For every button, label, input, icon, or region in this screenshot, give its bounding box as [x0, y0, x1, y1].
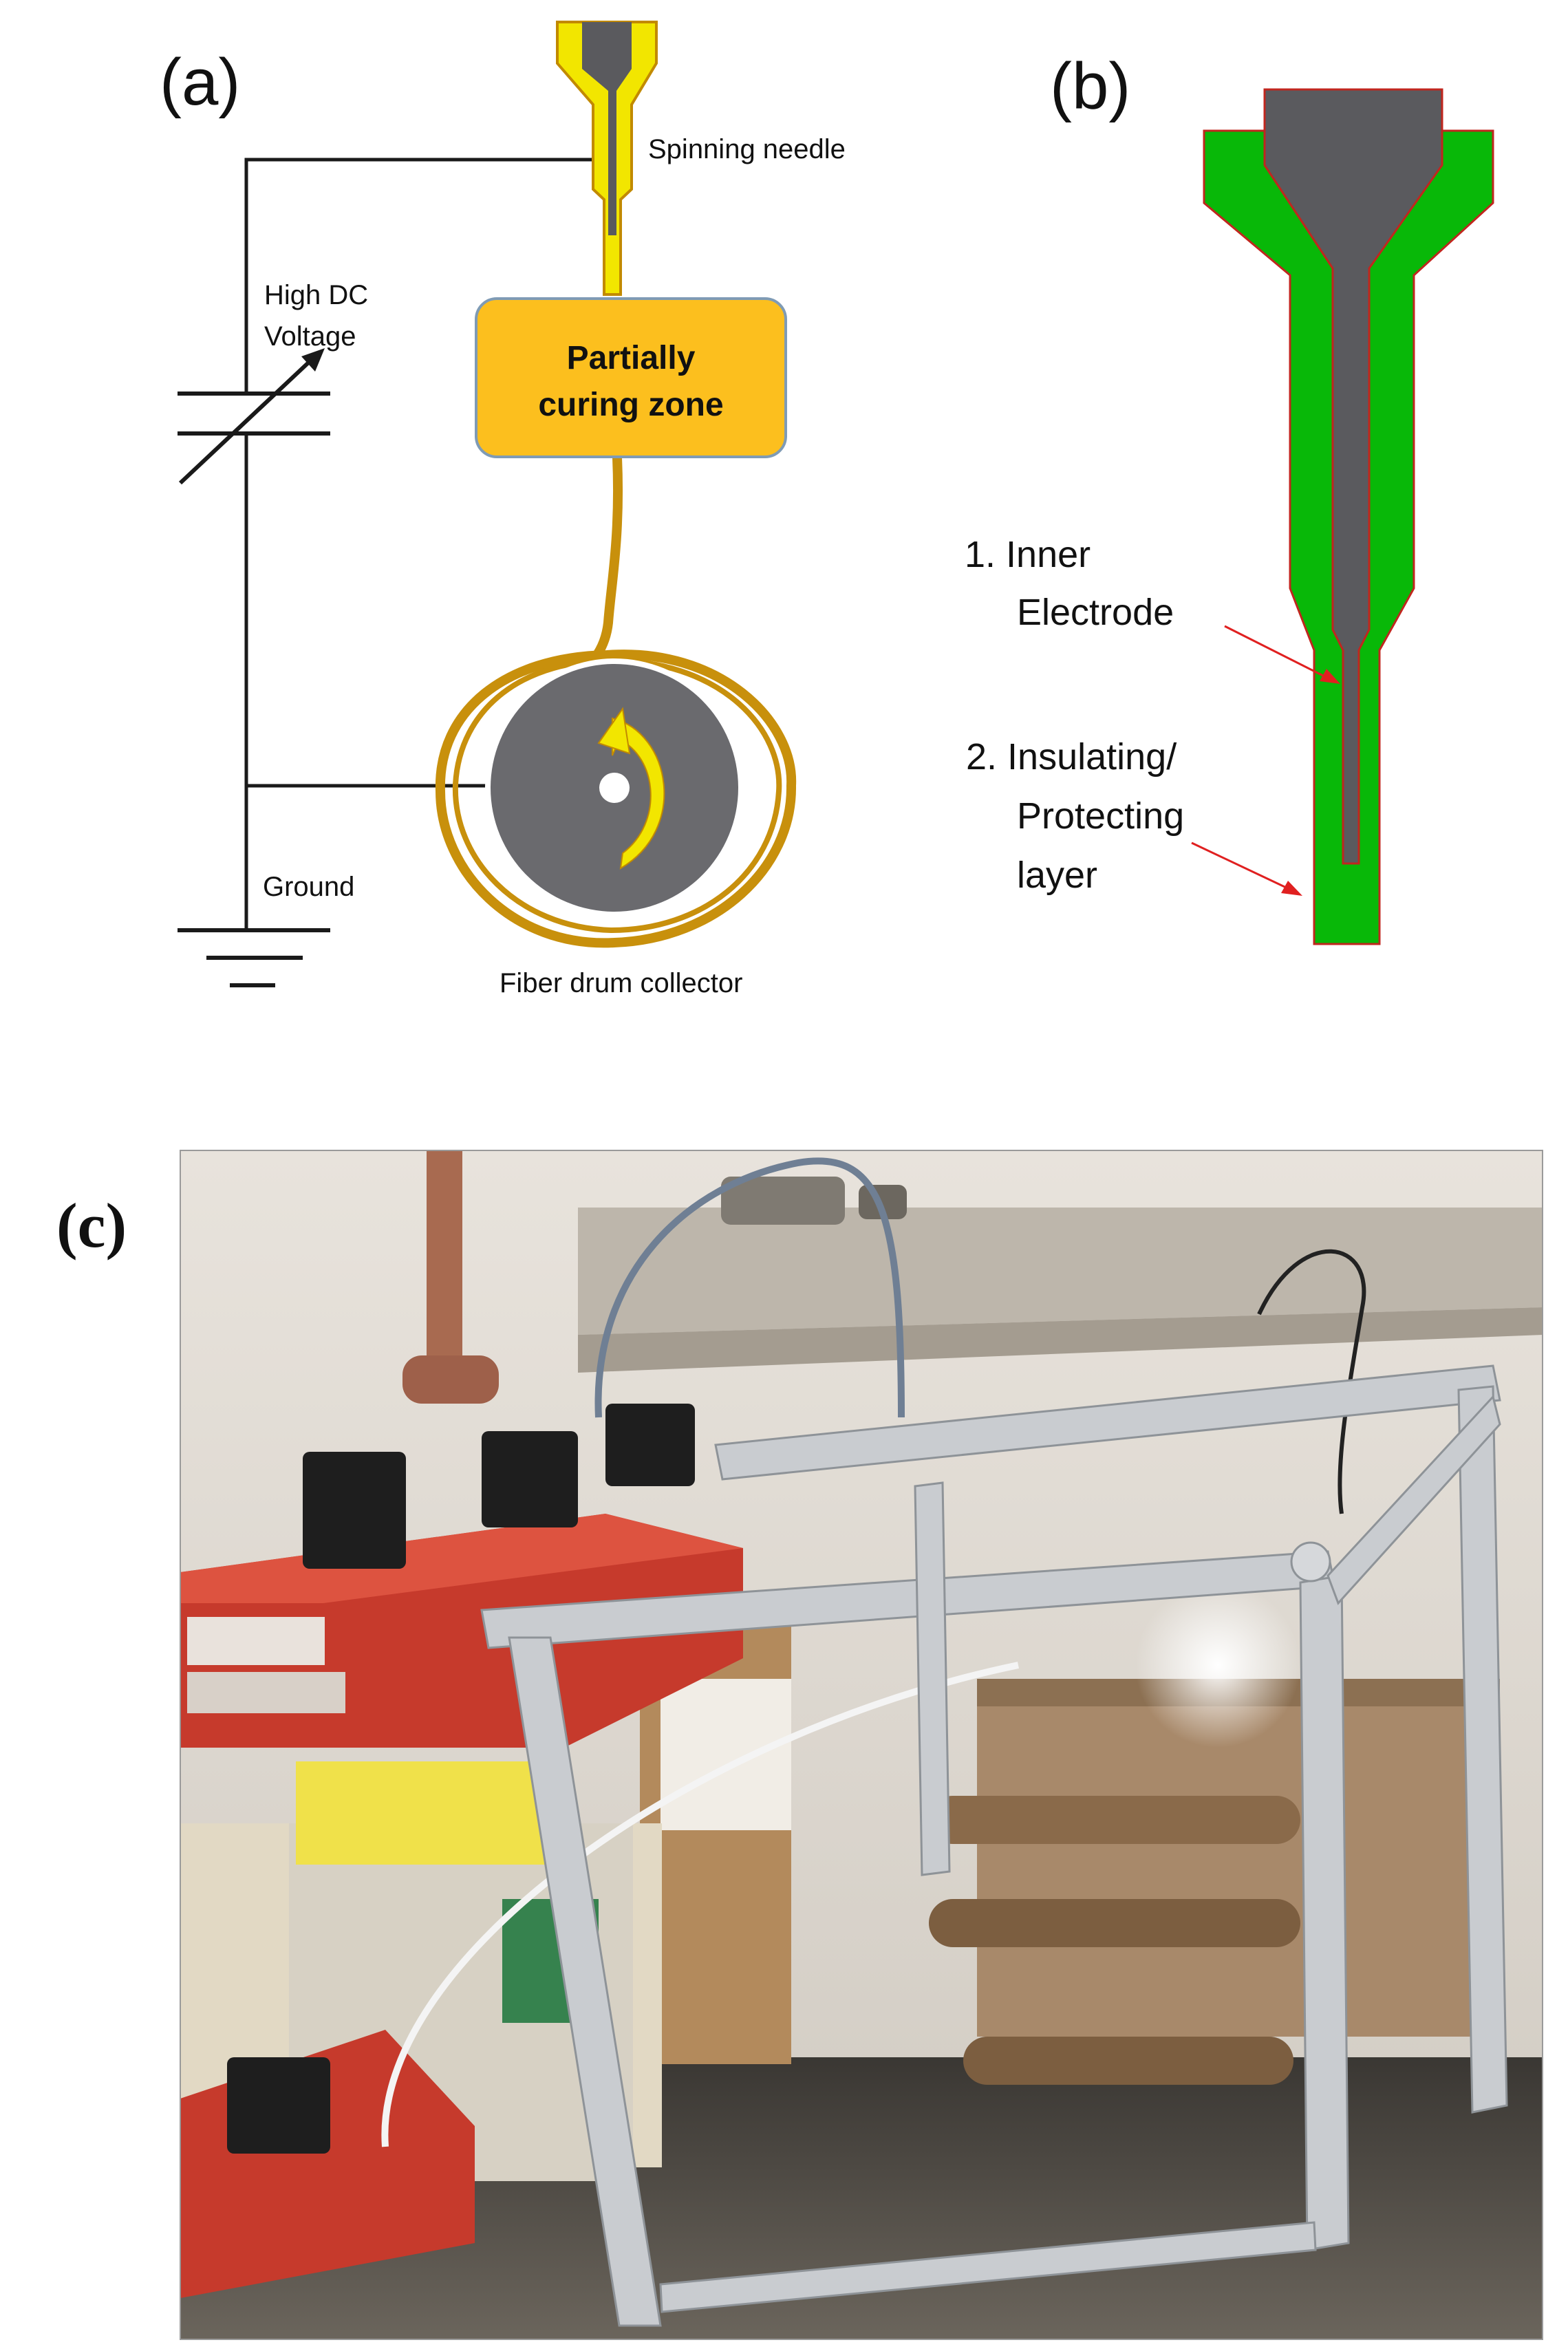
curing-zone-line1: Partially: [567, 340, 696, 376]
needle-label: Spinning needle: [648, 134, 846, 164]
fiber-drum-collector: [435, 650, 797, 948]
item2-line3: layer: [1017, 855, 1097, 896]
voltage-label-line1: High DC: [264, 280, 368, 310]
curing-zone-box: [475, 297, 787, 458]
collector-label: Fiber drum collector: [500, 968, 742, 998]
ground-symbol: [178, 928, 330, 987]
panel-a: (a) High DC Voltage Ground Spinning: [160, 21, 846, 998]
item2-line2: Protecting: [1017, 795, 1184, 837]
curing-zone-line2: curing zone: [538, 387, 723, 423]
lab-setup-photo: [180, 1150, 1543, 2340]
item1-arrowhead: [1320, 669, 1340, 684]
panel-c-label: (c): [56, 1190, 127, 1261]
inner-electrode: [1263, 88, 1443, 865]
item1-leader: [1224, 625, 1332, 681]
item1-line1: 1. Inner: [965, 534, 1091, 575]
panel-a-label: (a): [160, 45, 240, 119]
item2-arrowhead: [1281, 881, 1302, 896]
voltage-label-line2: Voltage: [264, 321, 356, 352]
needle-cross-section: [1203, 88, 1494, 945]
spinning-needle: [556, 21, 658, 296]
item1-line2: Electrode: [1017, 592, 1174, 633]
wire-top: [244, 158, 599, 394]
variable-capacitor-symbol: [178, 348, 330, 485]
panel-b: (b) 1. Inner Electrode 2. Insulating/ Pr…: [965, 50, 1494, 945]
item2-line1: 2. Insulating/: [966, 736, 1177, 777]
rotation-arrowhead-icon: [597, 707, 631, 755]
panel-b-label: (b): [1050, 50, 1130, 123]
item2-leader: [1191, 841, 1294, 892]
rotation-arrow-icon: [612, 717, 665, 870]
aluminum-frame: [480, 1364, 1508, 2327]
ground-label: Ground: [263, 872, 354, 902]
